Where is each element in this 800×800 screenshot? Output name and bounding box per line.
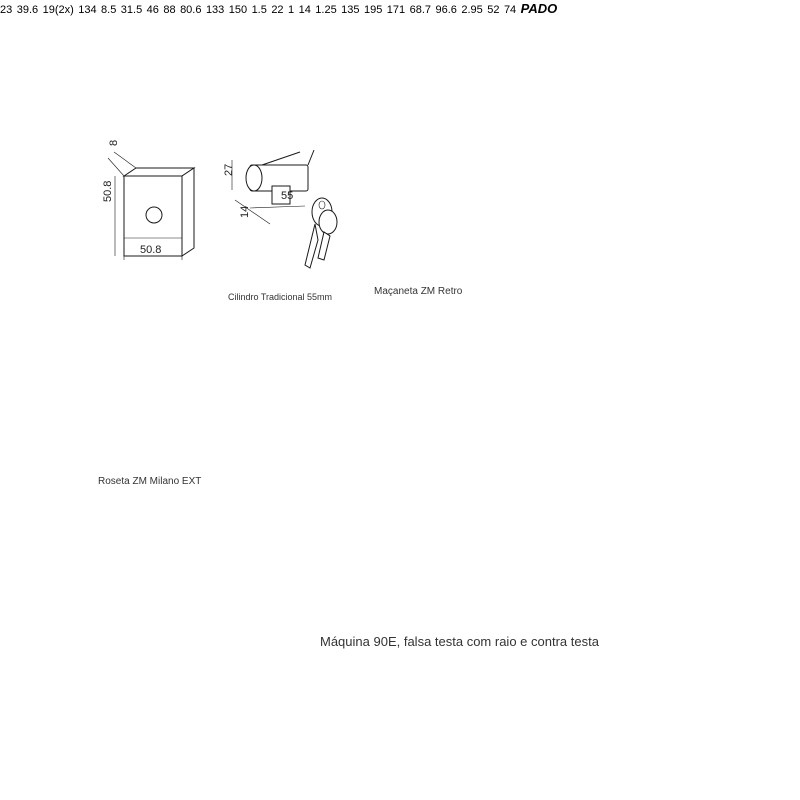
euro-cylinder [231,149,338,269]
dim-handle-b: 19(2x) [42,4,74,16]
dim-rose-height: 50.8 [102,181,114,202]
dim-strike-c: 80.6 [180,4,202,16]
dim-handle-a: 39.6 [16,4,39,16]
dim-lock-687: 68.7 [409,4,432,16]
caption-cylinder: Cilindro Tradicional 55mm [228,292,333,302]
key [304,197,338,269]
dim-strike-e: 150 [228,4,248,16]
caption-machine: Máquina 90E, falsa testa com raio e cont… [320,634,599,649]
dim-lock-52: 52 [487,4,500,16]
lock-brand-mark: PADO [520,1,558,16]
dim-handle-length: 134 [78,4,97,16]
dim-cyl-height: 27 [223,164,235,176]
dim-lock-125: 1.25 [315,4,337,16]
dim-strike-b: 88 [163,4,176,16]
dim-lock-295: 2.95 [461,4,483,16]
dim-lock-171: 171 [386,4,406,16]
dim-lock-14: 14 [298,4,311,16]
dim-lock-74: 74 [503,4,517,16]
dim-rose-side: 8 [108,140,120,146]
dim-strike-d: 133 [205,4,225,16]
dim-cyl-length: 55 [281,190,293,202]
dim-strike-a: 46 [146,4,159,16]
dim-strike-width: 31.5 [120,4,143,16]
caption-rosette: Roseta ZM Milano EXT [98,476,202,487]
dim-strike-thickness: 1.5 [251,4,267,16]
dim-rose-width: 50.8 [140,244,161,256]
dim-lock-1: 1 [288,4,295,16]
dim-handle-thickness: 8.5 [101,4,117,16]
square-rosette [107,151,196,260]
caption-handle: Maçaneta ZM Retro [374,286,463,297]
dim-cyl-a: 14 [239,206,251,218]
dim-lock-135: 135 [341,4,360,16]
dim-handle-height: 23 [0,4,13,16]
dim-lock-195: 195 [363,4,383,16]
dim-lock-22: 22 [271,4,284,16]
dim-lock-966: 96.6 [435,4,457,16]
